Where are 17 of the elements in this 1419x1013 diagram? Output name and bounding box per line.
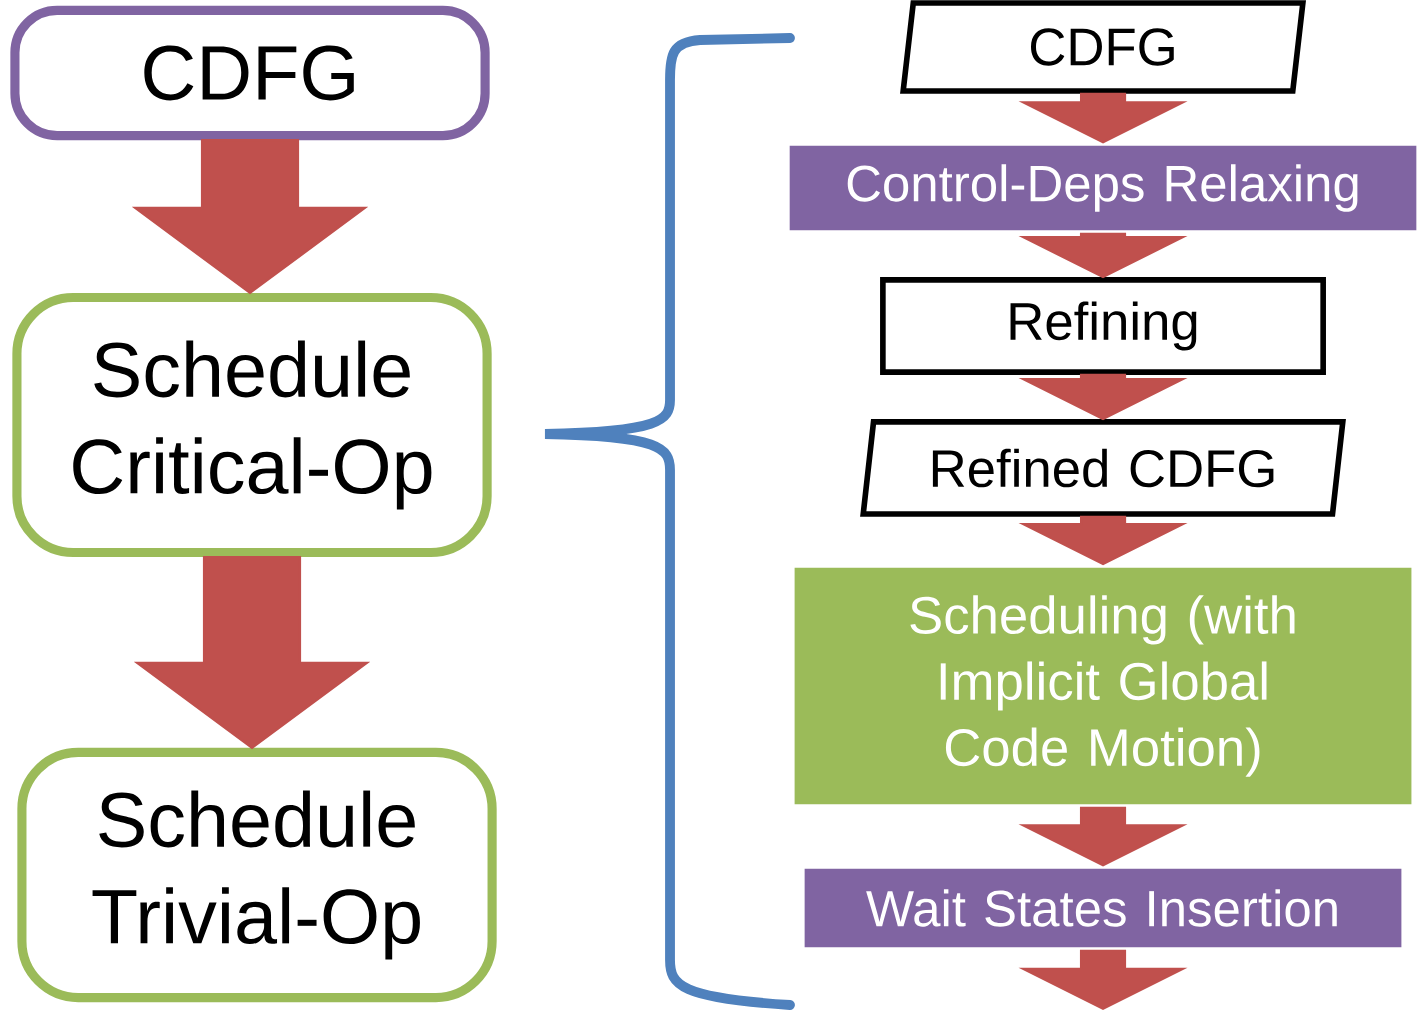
block-arrow (1018, 373, 1188, 421)
block-arrow (1018, 949, 1188, 1010)
block-arrow (1018, 232, 1188, 279)
block-arrow (1018, 515, 1188, 566)
block-arrow (1018, 806, 1188, 867)
block-arrow (131, 139, 369, 295)
block-arrow (1018, 92, 1188, 144)
process-box: Refining (880, 277, 1326, 375)
process-box: Wait States Insertion (801, 865, 1405, 951)
data-parallelogram: CDFG (900, 0, 1307, 94)
process-box: Schedule Critical-Op (12, 292, 492, 558)
process-box: Schedule Trivial-Op (17, 747, 497, 1003)
data-parallelogram: Refined CDFG (860, 419, 1346, 517)
process-box: Scheduling (with Implicit Global Code Motion) (791, 564, 1415, 808)
process-box: CDFG (10, 5, 490, 141)
block-arrow (133, 556, 371, 750)
process-box: Control-Deps Relaxing (786, 142, 1419, 234)
